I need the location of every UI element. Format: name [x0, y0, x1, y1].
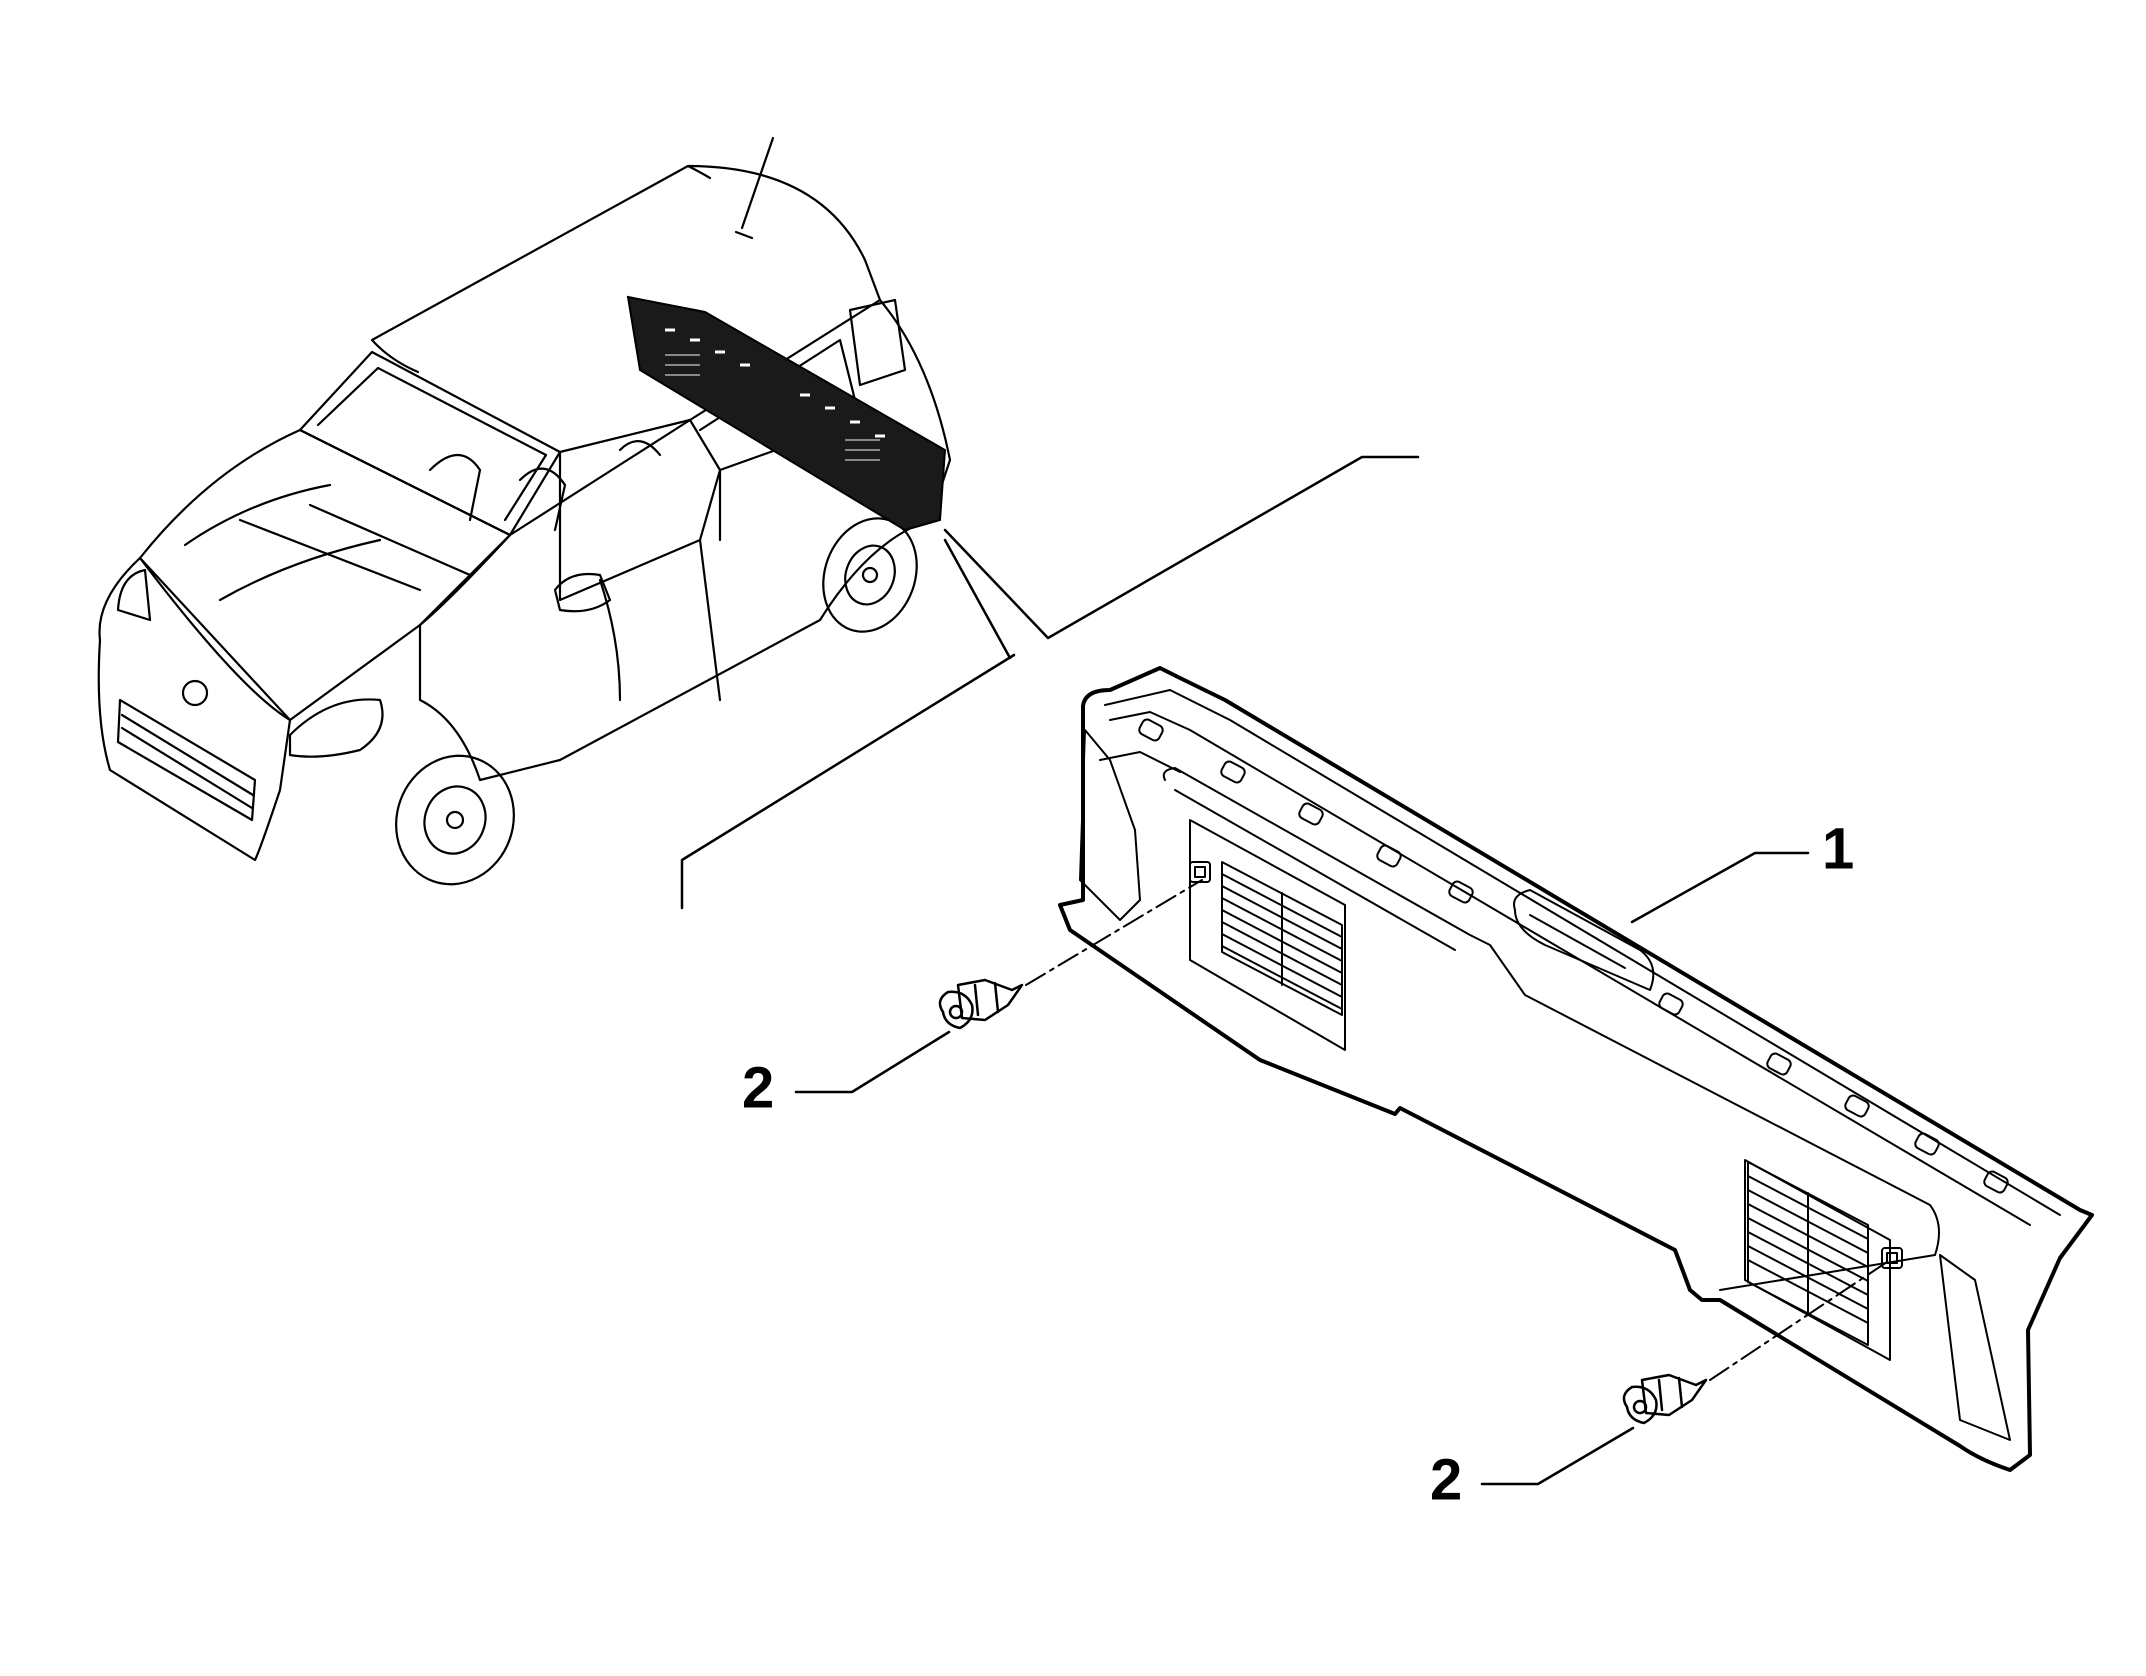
installed-panel-highlight — [626, 295, 947, 532]
leader-line-2-right — [1480, 1426, 1635, 1486]
assembly-axis-right — [1709, 1259, 1891, 1381]
leader-line-1 — [1630, 851, 1810, 924]
hood-stripe — [183, 483, 382, 602]
fastener-left-cap — [948, 1004, 964, 1020]
hood — [138, 428, 512, 722]
front-wheel — [395, 754, 515, 886]
panel-right-recess — [1744, 1159, 2011, 1441]
detail-projection-lines — [680, 455, 1420, 910]
installed-panel-holes — [665, 328, 885, 438]
wipers — [238, 503, 472, 592]
front-bumper — [97, 556, 292, 862]
rear-wheel-center — [861, 566, 879, 584]
antenna — [734, 136, 775, 240]
fastener-left-body — [956, 978, 1024, 1022]
door-line — [598, 468, 722, 702]
windshield — [298, 350, 562, 537]
installed-panel-grille — [665, 354, 880, 461]
panel-top-ridge — [1099, 689, 2061, 1226]
grille — [116, 698, 257, 822]
front-badge-icon — [181, 679, 209, 707]
panel-handle-slot — [1513, 889, 1655, 991]
fastener-right-cap — [1632, 1399, 1648, 1415]
callout-1: 1 — [1822, 816, 1854, 881]
headlight-left — [116, 568, 152, 622]
front-wheel-center — [445, 810, 465, 830]
installed-panel — [626, 295, 947, 532]
rear-trim-panel — [1058, 666, 2094, 1472]
panel-left-vent — [1189, 861, 1343, 1016]
panel-right-vent — [1747, 1161, 1903, 1346]
callout-2-left: 2 — [742, 1055, 774, 1120]
headlight-right — [288, 698, 384, 758]
panel-front-lip — [1162, 767, 1940, 1291]
rear-wheel-hub — [844, 544, 896, 606]
side-mirror — [553, 572, 612, 613]
fastener-right — [1622, 1373, 1708, 1425]
fastener-left — [938, 978, 1024, 1030]
front-wheel-hub — [423, 785, 487, 855]
vehicle-overview — [97, 136, 952, 886]
fastener-left-head — [938, 990, 974, 1030]
fastener-right-head — [1622, 1385, 1658, 1425]
callout-2-right: 2 — [1430, 1447, 1462, 1512]
roof — [370, 164, 882, 374]
assembly-axis-left — [1025, 879, 1203, 986]
panel-left-recess — [1079, 729, 1346, 1051]
interior-seats — [428, 440, 662, 532]
panel-mounting-holes — [1138, 718, 2009, 1194]
fastener-right-body — [1640, 1373, 1708, 1417]
leader-line-2-left — [794, 1030, 951, 1094]
rear-window — [848, 298, 907, 387]
panel-outline — [1058, 666, 2094, 1472]
